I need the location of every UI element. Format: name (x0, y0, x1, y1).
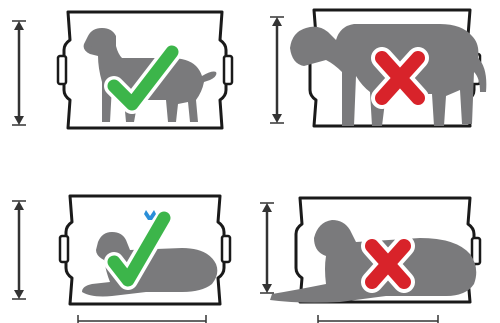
crate-panel-lying-correct (52, 192, 242, 308)
crate-panel-standing-correct (50, 10, 240, 130)
width-measure-line (316, 315, 440, 323)
width-measure-line (76, 315, 208, 323)
red-x-icon (382, 58, 418, 98)
crate-panel-lying-incorrect (270, 194, 492, 306)
crate-panel-standing-incorrect (290, 6, 490, 130)
red-x-icon (372, 246, 404, 282)
height-measure-arrow (266, 14, 288, 126)
height-measure-arrow (8, 18, 30, 128)
height-measure-arrow (8, 198, 30, 302)
